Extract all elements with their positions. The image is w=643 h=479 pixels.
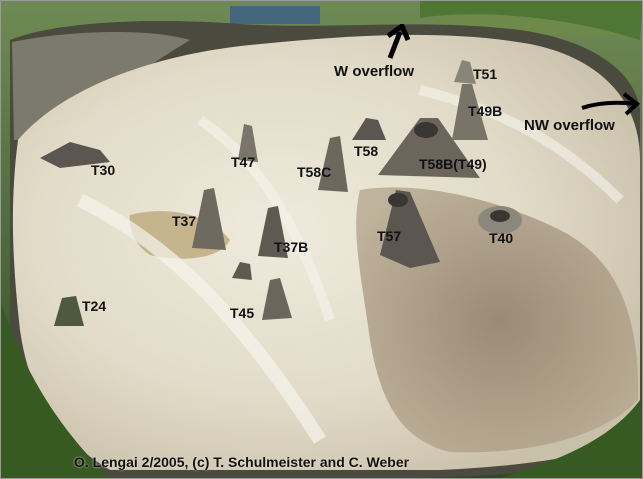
label-t58: T58 xyxy=(354,143,379,159)
cone-t45 xyxy=(262,278,292,320)
distant-lake xyxy=(230,6,320,24)
white-streak-2 xyxy=(197,115,335,322)
w-overflow-arrow-icon xyxy=(386,24,411,59)
cone-t37 xyxy=(192,188,226,250)
crater-t58b xyxy=(414,122,438,138)
label-t47: T47 xyxy=(231,154,256,170)
cone-t58b xyxy=(378,118,480,178)
label-t58c: T58C xyxy=(297,164,332,180)
label-t57: T57 xyxy=(377,228,402,244)
cone-t58 xyxy=(352,118,386,140)
photo-credit: O. Lengai 2/2005, (c) T. Schulmeister an… xyxy=(74,454,410,470)
crater-t57 xyxy=(388,193,408,207)
cone-t47 xyxy=(238,124,258,162)
white-streak xyxy=(76,193,326,444)
label-t49b: T49B xyxy=(468,103,503,119)
label-t45: T45 xyxy=(230,305,255,321)
cone-t24 xyxy=(54,296,84,326)
white-streak-3 xyxy=(418,85,624,204)
cone-t57 xyxy=(380,190,440,268)
label-t51: T51 xyxy=(473,66,498,82)
label-nw-overflow: NW overflow xyxy=(524,117,615,134)
cone-t51 xyxy=(454,60,476,84)
cone-t30 xyxy=(40,142,110,168)
label-t37: T37 xyxy=(172,213,197,229)
label-w-overflow: W overflow xyxy=(334,63,415,80)
rim-vegetation-top xyxy=(420,0,643,40)
label-t24: T24 xyxy=(82,298,107,314)
label-t30: T30 xyxy=(91,162,116,178)
label-t40: T40 xyxy=(489,230,514,246)
small-cone xyxy=(232,262,252,280)
cone-t37b xyxy=(258,206,288,258)
label-t37b: T37B xyxy=(274,239,309,255)
rim-vegetation-bottom-right xyxy=(500,400,643,478)
crater-t40 xyxy=(490,210,510,222)
cone-t58c xyxy=(318,136,348,192)
cone-t49b xyxy=(452,84,488,140)
label-t58b: T58B(T49) xyxy=(419,156,487,172)
rim-vegetation-bottom-left xyxy=(0,300,110,478)
nw-overflow-arrow-icon xyxy=(581,92,640,116)
